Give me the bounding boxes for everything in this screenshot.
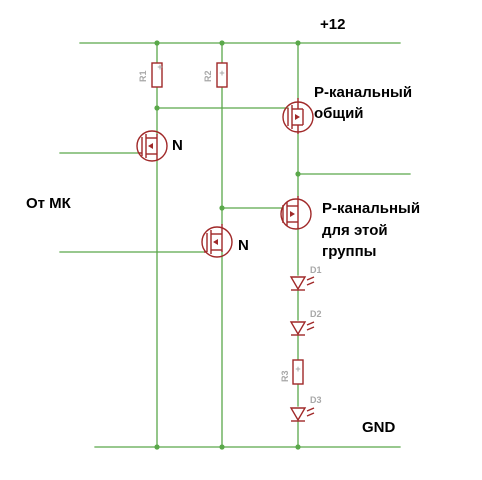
designator-r2: R2 [203,70,213,82]
n-channel-label-1: N [172,137,183,154]
svg-text:+: + [157,62,162,72]
p-group-label-line2: для этой [322,222,388,239]
p-common-label-line2: общий [314,105,364,122]
svg-text:+: + [219,68,224,78]
svg-text:+: + [295,364,300,374]
designator-r3: R3 [280,370,290,382]
led-d1 [289,276,315,291]
junction-dot [154,444,160,450]
junction-dot [154,40,160,46]
n-mosfet-2 [201,224,233,258]
resistor-r3: + [292,359,304,385]
designator-d1: D1 [310,265,322,275]
resistor-r1: + [151,62,163,88]
designator-d2: D2 [310,309,322,319]
p-mosfet-common [282,98,314,134]
designator-d3: D3 [310,395,322,405]
resistor-r2: + [216,62,228,88]
p-group-label-line1: P-канальный [322,200,420,217]
n-mosfet-1 [136,130,168,162]
junction-dot [295,40,301,46]
annotations: +12 GND От МК N N P-канальный общий P-ка… [26,16,420,436]
p-mosfet-group [280,196,312,230]
junction-dot [219,40,225,46]
gnd-label: GND [362,419,396,436]
junctions [154,40,301,450]
n-channel-label-2: N [238,237,249,254]
led-d3 [289,407,315,422]
p-common-label-line1: P-канальный [314,84,412,101]
wires [59,42,411,448]
junction-dot [219,444,225,450]
junction-dot [219,205,225,211]
designator-r1: R1 [138,70,148,82]
junction-dot [295,444,301,450]
designators: R1 R2 R3 D1 D2 D3 [138,70,322,405]
led-d2 [289,321,315,336]
p-group-label-line3: группы [322,243,377,260]
junction-dot [154,105,160,111]
vcc-label: +12 [320,16,345,33]
junction-dot [295,171,301,177]
from-mcu-label: От МК [26,195,72,212]
